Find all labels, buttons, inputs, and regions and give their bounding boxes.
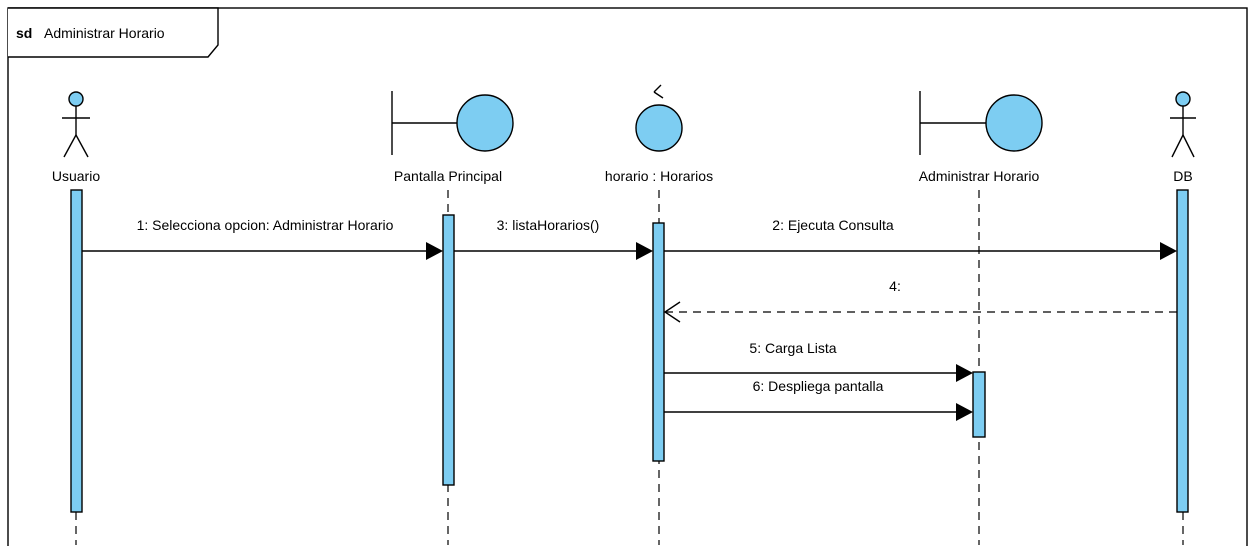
boundary-icon <box>919 91 1043 155</box>
message-3: 3: listaHorarios() <box>454 217 653 260</box>
message-6: 6: Despliega pantalla <box>664 378 973 421</box>
message-4: 4: <box>663 278 1177 323</box>
activation-bar <box>652 222 665 462</box>
diagram-frame <box>7 7 1248 546</box>
message-5: 5: Carga Lista <box>664 340 973 382</box>
message-label: 6: Despliega pantalla <box>753 378 884 394</box>
message-label: 1: Selecciona opcion: Administrar Horari… <box>137 217 394 233</box>
lifeline-label: Administrar Horario <box>919 168 1040 184</box>
control-icon <box>635 84 683 152</box>
activation-bar <box>972 371 986 438</box>
frame-keyword: sd <box>16 25 32 41</box>
actor-icon <box>1170 91 1196 158</box>
message-label: 4: <box>889 278 901 294</box>
frame-tab <box>8 7 219 58</box>
open-arrow-head <box>663 301 681 323</box>
boundary-icon <box>391 91 514 155</box>
lifeline-usuario: Usuario <box>52 91 100 545</box>
activation-bar <box>1176 189 1189 513</box>
lifeline-horario-horarios: horario : Horarios <box>605 84 713 545</box>
lifeline-pantalla-principal: Pantalla Principal <box>391 91 514 545</box>
actor-icon <box>62 91 90 158</box>
lifeline-label: Usuario <box>52 168 100 184</box>
message-label: 3: listaHorarios() <box>497 217 600 233</box>
message-2: 2: Ejecuta Consulta <box>664 217 1177 260</box>
activation-bar <box>70 189 83 513</box>
message-label: 5: Carga Lista <box>749 340 836 356</box>
lifeline-administrar-horario: Administrar Horario <box>919 91 1043 545</box>
lifeline-label: DB <box>1173 168 1192 184</box>
lifeline-label: Pantalla Principal <box>394 168 502 184</box>
arrow-head <box>1160 242 1177 260</box>
arrow-head <box>956 364 973 382</box>
arrow-head <box>956 403 973 421</box>
message-label: 2: Ejecuta Consulta <box>772 217 894 233</box>
arrow-head <box>636 242 653 260</box>
lifeline-db: DB <box>1170 91 1196 545</box>
arrow-head <box>426 242 443 260</box>
activation-bar <box>442 214 455 486</box>
lifeline-label: horario : Horarios <box>605 168 713 184</box>
frame-title: Administrar Horario <box>44 25 165 41</box>
message-1: 1: Selecciona opcion: Administrar Horari… <box>82 217 443 260</box>
